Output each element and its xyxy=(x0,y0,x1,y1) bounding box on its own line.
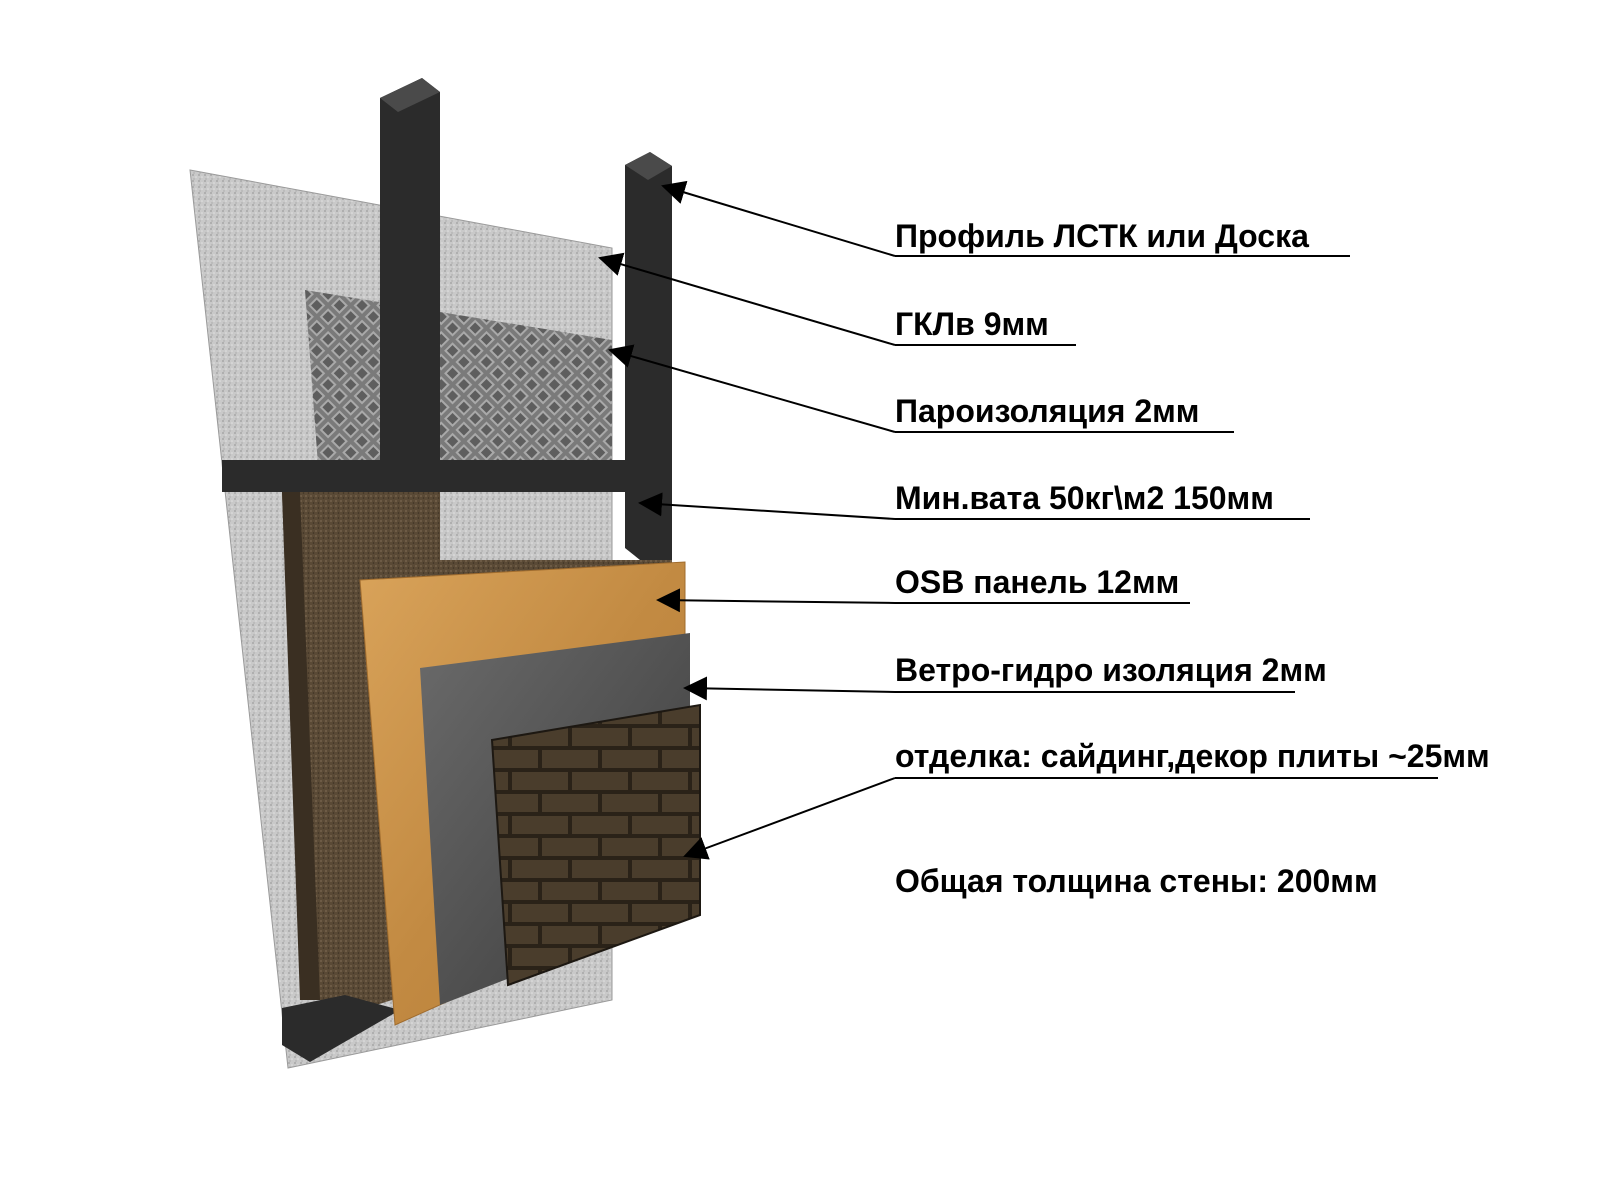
leader-lines xyxy=(598,180,896,860)
frame-rail-bottom xyxy=(282,995,400,1062)
stud-right-top xyxy=(625,152,672,180)
label-finish: отделка: сайдинг,декор плиты ~25мм xyxy=(895,738,1490,774)
stud-right xyxy=(625,152,672,560)
mineral-wool-strip xyxy=(282,492,320,1000)
leader-finish xyxy=(683,777,896,860)
label-wind-barrier: Ветро-гидро изоляция 2мм xyxy=(895,652,1327,688)
label-vapor-barrier: Пароизоляция 2мм xyxy=(895,393,1200,429)
label-total-thickness: Общая толщина стены: 200мм xyxy=(895,863,1378,899)
leader-gklv xyxy=(598,252,896,346)
leader-profile xyxy=(661,180,896,257)
finish-tile-panel xyxy=(490,703,701,987)
leader-wind xyxy=(683,676,896,701)
label-mineral-wool: Мин.вата 50кг\м2 150мм xyxy=(895,480,1274,516)
label-osb-panel: OSB панель 12мм xyxy=(895,564,1180,600)
leader-osb xyxy=(656,588,896,613)
leader-vapor xyxy=(608,344,896,433)
label-gklv: ГКЛв 9мм xyxy=(895,306,1049,342)
stud-left-top xyxy=(380,78,440,112)
frame-rail xyxy=(222,460,672,492)
leader-wool xyxy=(638,492,896,520)
label-profile: Профиль ЛСТК или Доска xyxy=(895,218,1309,254)
stud-left xyxy=(380,78,440,580)
label-underlines xyxy=(895,255,1438,779)
